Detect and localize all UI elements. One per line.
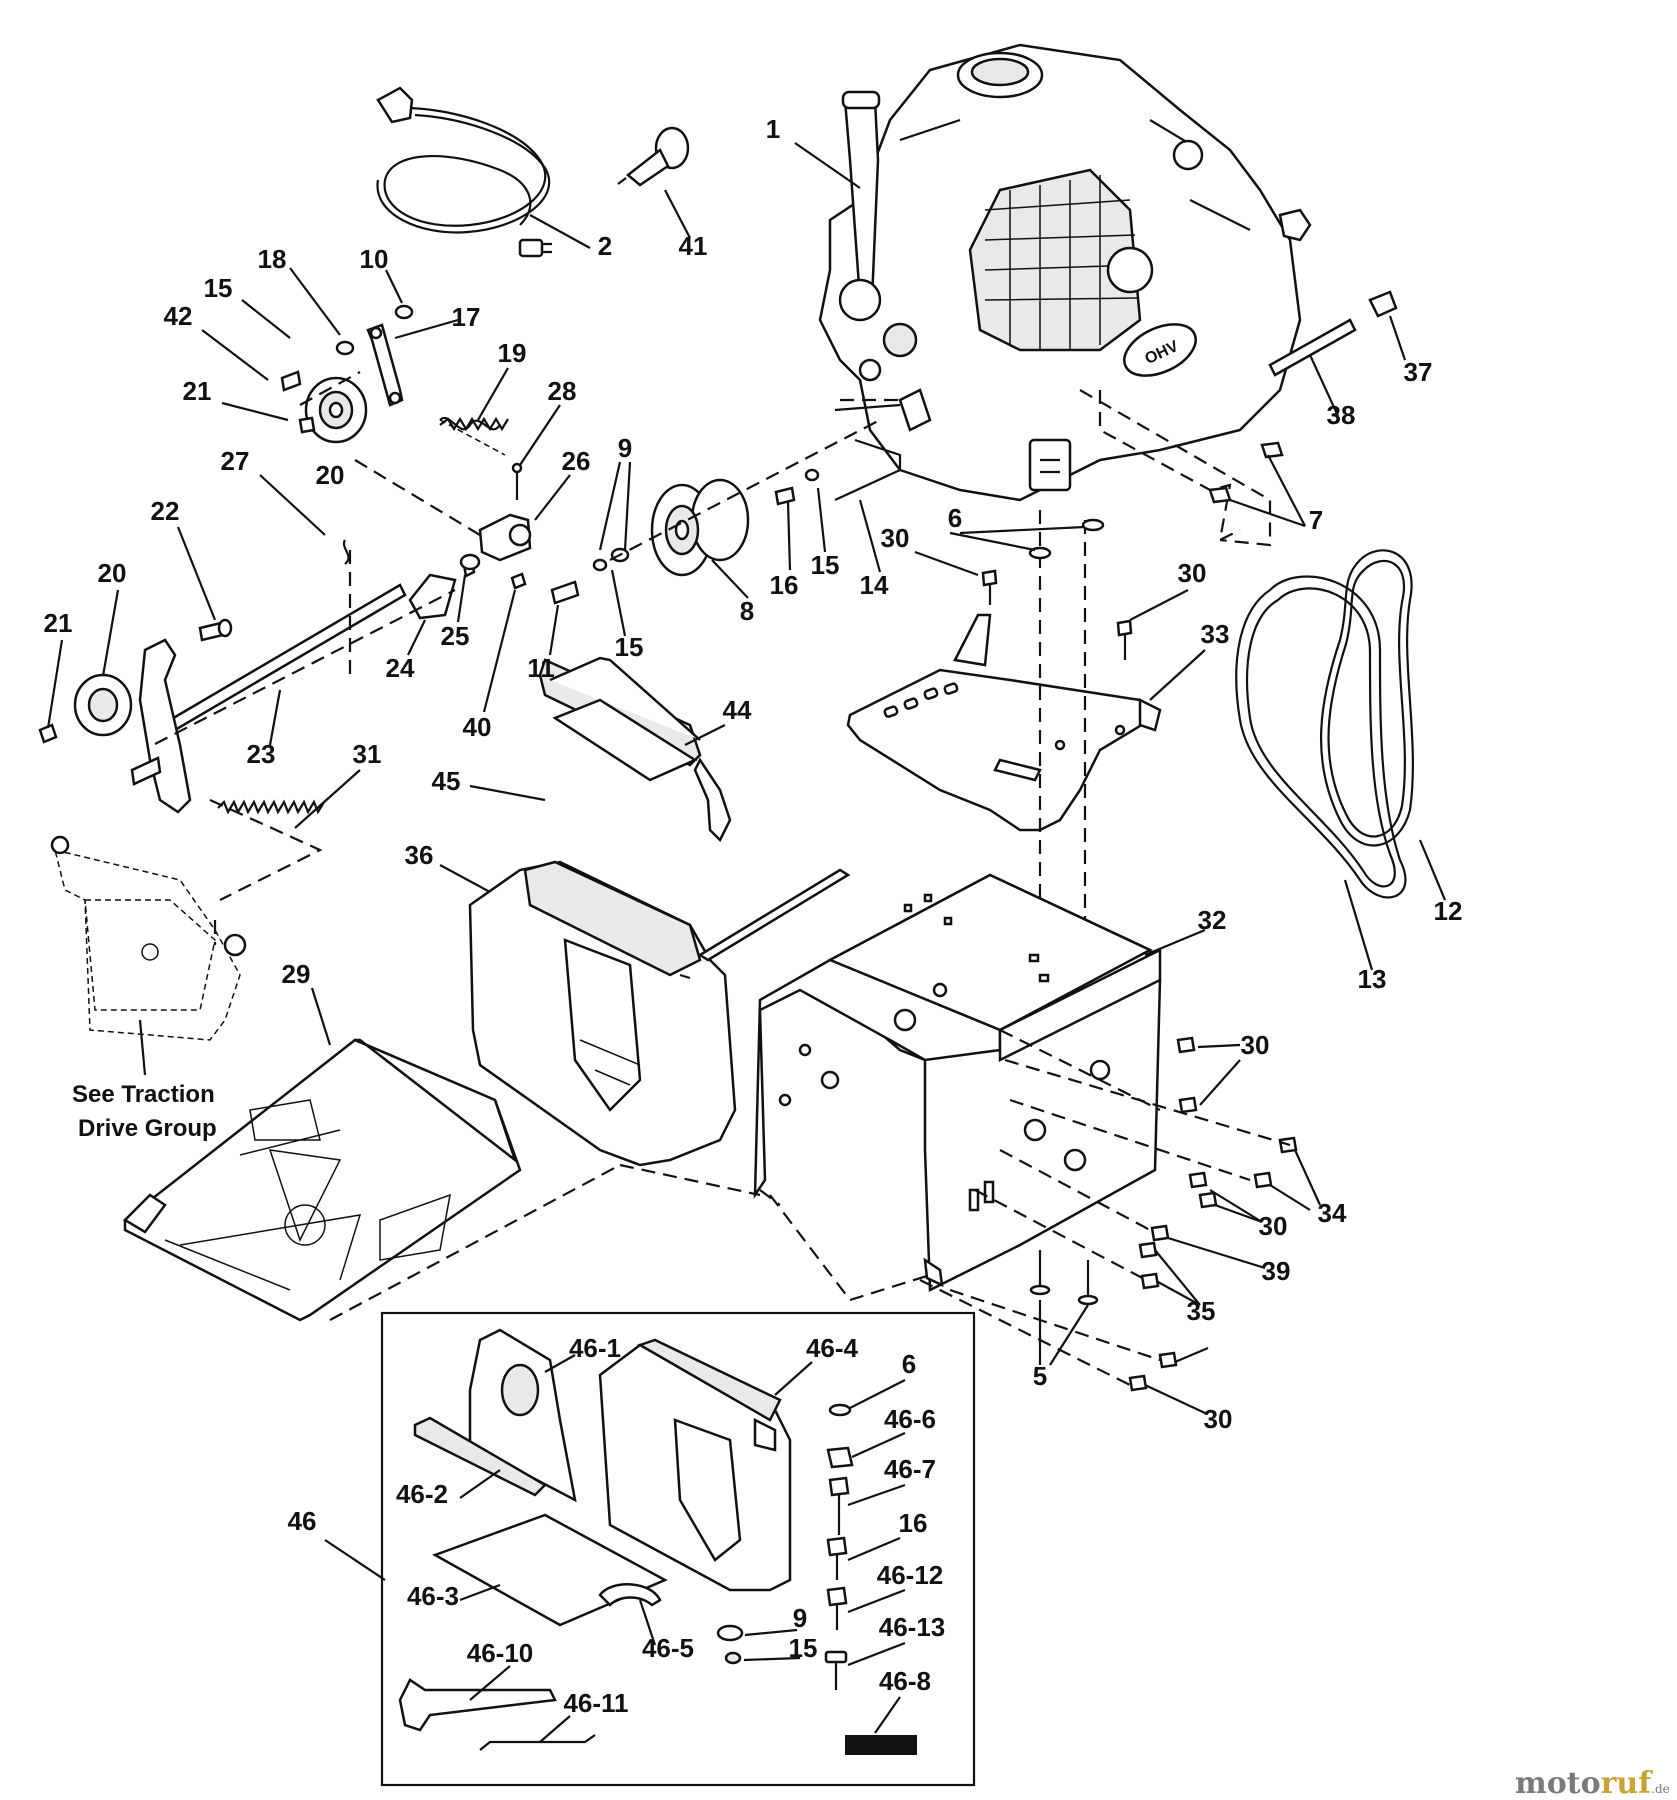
part-label-7: 7 bbox=[1309, 505, 1323, 535]
kit-46-box bbox=[380, 1311, 976, 1787]
part-label-21: 21 bbox=[44, 608, 73, 638]
bracket-26 bbox=[462, 462, 532, 578]
part-label-38: 38 bbox=[1327, 400, 1356, 430]
part-label-46-4: 46-4 bbox=[806, 1333, 859, 1363]
traction-note-line2: Drive Group bbox=[78, 1115, 217, 1142]
part-label-25: 25 bbox=[441, 621, 470, 651]
main-frame bbox=[753, 873, 1162, 1292]
part-label-22: 22 bbox=[151, 496, 180, 526]
part-label-30: 30 bbox=[1241, 1030, 1270, 1060]
part-label-31: 31 bbox=[353, 739, 382, 769]
part-label-13: 13 bbox=[1358, 964, 1387, 994]
leader-lines bbox=[46, 142, 1447, 1076]
key-knob bbox=[617, 126, 690, 187]
part-label-24: 24 bbox=[386, 653, 415, 683]
part-label-14: 14 bbox=[860, 570, 889, 600]
part-label-46-3: 46-3 bbox=[407, 1581, 459, 1611]
traction-note-line1: See Traction bbox=[72, 1081, 215, 1108]
part-label-46-8: 46-8 bbox=[879, 1666, 931, 1696]
part-label-30: 30 bbox=[1178, 558, 1207, 588]
part-label-37: 37 bbox=[1404, 357, 1433, 387]
traction-drive-plate bbox=[50, 835, 247, 1041]
part-label-46-11: 46-11 bbox=[563, 1688, 628, 1718]
watermark-part3: .de bbox=[1651, 1782, 1670, 1796]
idler-shaft-assembly bbox=[38, 539, 481, 814]
part-label-46-2: 46-2 bbox=[396, 1479, 448, 1509]
engine-pulley bbox=[550, 438, 902, 605]
part-label-29: 29 bbox=[282, 959, 311, 989]
part-label-46-7: 46-7 bbox=[884, 1454, 936, 1484]
watermark-part1: moto bbox=[1515, 1766, 1601, 1800]
part-label-16: 16 bbox=[899, 1508, 928, 1538]
frame-bolts bbox=[1029, 1036, 1298, 1392]
part-label-26: 26 bbox=[562, 446, 591, 476]
engine-mount-plate bbox=[846, 613, 1162, 832]
part-label-34: 34 bbox=[1318, 1198, 1347, 1228]
part-label-46-10: 46-10 bbox=[467, 1638, 534, 1668]
kit-46-parts bbox=[398, 1328, 917, 1755]
part-label-17: 17 bbox=[452, 302, 481, 332]
part-label-19: 19 bbox=[498, 338, 527, 368]
part-label-11: 11 bbox=[527, 653, 555, 683]
part-label-15: 15 bbox=[789, 1633, 818, 1663]
part-label-30: 30 bbox=[881, 523, 910, 553]
part-label-20: 20 bbox=[98, 558, 127, 588]
part-label-18: 18 bbox=[258, 244, 287, 274]
part-label-46-12: 46-12 bbox=[877, 1560, 944, 1590]
part-label-33: 33 bbox=[1201, 619, 1230, 649]
part-label-46: 46 bbox=[288, 1506, 317, 1536]
part-label-45: 45 bbox=[432, 766, 461, 796]
housing-36 bbox=[468, 860, 851, 1167]
part-label-5: 5 bbox=[1033, 1361, 1047, 1391]
engine: OHV bbox=[818, 43, 1312, 502]
part-label-36: 36 bbox=[405, 840, 434, 870]
part-label-15: 15 bbox=[811, 550, 840, 580]
chute-cover bbox=[538, 656, 732, 843]
part-label-21: 21 bbox=[183, 376, 212, 406]
bottom-plate bbox=[122, 1038, 522, 1322]
part-label-2: 2 bbox=[598, 231, 612, 261]
part-label-6: 6 bbox=[902, 1349, 916, 1379]
part-label-46-6: 46-6 bbox=[884, 1404, 936, 1434]
part-label-46-5: 46-5 bbox=[642, 1633, 694, 1663]
part-label-46-13: 46-13 bbox=[879, 1612, 946, 1642]
part-label-15: 15 bbox=[204, 273, 233, 303]
idler-bracket-upper bbox=[280, 304, 506, 456]
part-label-40: 40 bbox=[463, 712, 492, 742]
part-label-15: 15 bbox=[615, 632, 644, 662]
part-label-9: 9 bbox=[618, 433, 632, 463]
part-label-44: 44 bbox=[723, 695, 752, 725]
part-label-10: 10 bbox=[360, 244, 389, 274]
part-label-20: 20 bbox=[316, 460, 345, 490]
part-label-27: 27 bbox=[221, 446, 250, 476]
spring-31 bbox=[217, 799, 325, 815]
part-label-12: 12 bbox=[1434, 896, 1463, 926]
watermark-part2: ruf bbox=[1601, 1766, 1654, 1800]
part-label-46-1: 46-1 bbox=[569, 1333, 621, 1363]
part-label-28: 28 bbox=[548, 376, 577, 406]
part-label-1: 1 bbox=[766, 114, 780, 144]
part-label-30: 30 bbox=[1204, 1404, 1233, 1434]
part-label-8: 8 bbox=[740, 596, 754, 626]
watermark: motoruf.de bbox=[1515, 1766, 1670, 1800]
drive-belts bbox=[1235, 549, 1414, 899]
part-label-9: 9 bbox=[793, 1603, 807, 1633]
kit-46-leaders bbox=[324, 1354, 906, 1743]
spring-19 bbox=[439, 416, 509, 432]
part-label-41: 41 bbox=[679, 231, 708, 261]
part-label-23: 23 bbox=[247, 739, 276, 769]
part-label-16: 16 bbox=[770, 570, 799, 600]
clip-40 bbox=[510, 572, 527, 590]
extension-cord bbox=[376, 86, 552, 258]
part-label-39: 39 bbox=[1262, 1256, 1291, 1286]
part-label-42: 42 bbox=[164, 301, 193, 331]
part-label-6: 6 bbox=[948, 503, 962, 533]
part-label-30: 30 bbox=[1259, 1211, 1288, 1241]
part-label-35: 35 bbox=[1187, 1296, 1216, 1326]
part-label-32: 32 bbox=[1198, 905, 1227, 935]
